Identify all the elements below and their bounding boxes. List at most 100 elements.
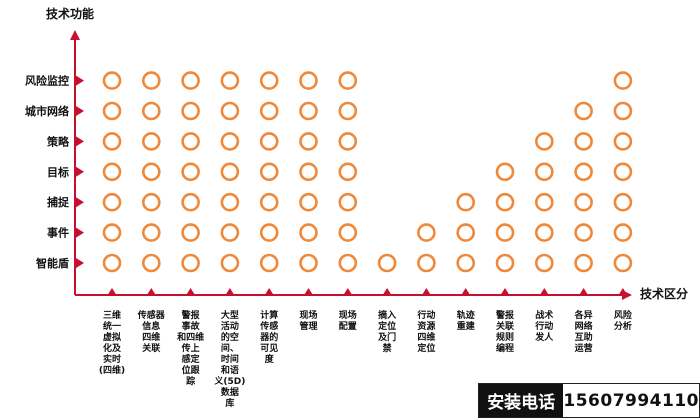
capability-dot	[417, 253, 436, 273]
capability-dot	[259, 253, 279, 273]
capability-dot	[220, 253, 240, 273]
row-tick	[76, 166, 84, 177]
row-label: 城市网络	[25, 104, 69, 118]
capability-dot	[181, 71, 200, 90]
capability-dot	[338, 71, 358, 90]
capability-dot	[102, 101, 122, 121]
capability-dot	[220, 192, 240, 212]
contact-label: 安装电话	[479, 384, 564, 417]
capability-dot	[338, 162, 358, 182]
column-label: 风险分析	[614, 309, 633, 332]
capability-dot	[534, 223, 554, 242]
contact-badge: 安装电话 15607994110	[478, 383, 700, 418]
column-label: 现场管理	[299, 309, 317, 332]
row-tick	[76, 136, 84, 147]
capability-dot	[220, 162, 240, 182]
row-tick	[76, 258, 84, 268]
capability-dot	[259, 71, 279, 90]
capability-dot	[181, 101, 200, 121]
row-label: 智能盾	[36, 256, 69, 270]
capability-dot	[534, 132, 554, 151]
capability-dot	[181, 192, 200, 212]
column-label: 大型活动的空间、时间和语义(5D)数据库	[213, 309, 245, 409]
capability-dot	[613, 253, 633, 273]
capability-dot	[574, 253, 593, 273]
column-label: 各异网络互助运营	[574, 309, 593, 354]
capability-dot	[534, 253, 554, 273]
capability-dot	[142, 162, 161, 182]
column-label: 警报事故和四维传上感定位跟踪	[176, 309, 204, 387]
column-tick	[617, 288, 628, 296]
capability-dot	[574, 132, 593, 151]
contact-phone: 15607994110	[563, 384, 699, 417]
capability-dot	[259, 101, 279, 121]
column-labels: 三维统一虚拟化及实时(四维) 传感器信息四维关联警报事故和四维传上感定位跟踪大型活…	[99, 288, 633, 409]
capability-dot	[495, 162, 515, 182]
capability-dot	[259, 132, 279, 151]
capability-dot	[613, 132, 633, 151]
capability-dot	[142, 71, 161, 90]
capability-dot	[142, 223, 161, 242]
row-tick	[76, 106, 84, 116]
column-tick	[303, 288, 314, 296]
capability-dot	[259, 192, 279, 212]
capability-dot	[534, 162, 554, 182]
capability-dot	[299, 223, 318, 242]
column-tick	[460, 288, 471, 296]
capability-dot	[102, 132, 122, 151]
capability-dot	[299, 192, 318, 212]
capability-dot	[456, 192, 476, 212]
capability-dot	[338, 223, 358, 242]
capability-dot	[142, 192, 161, 212]
capability-dot	[220, 132, 240, 151]
capability-dot	[299, 162, 318, 182]
capability-dot	[299, 132, 318, 151]
capability-dot	[613, 192, 633, 212]
row-tick	[76, 75, 84, 86]
capability-dot	[102, 223, 122, 242]
capability-dot	[613, 101, 633, 121]
row-label: 目标	[47, 165, 69, 179]
column-tick	[382, 288, 393, 296]
row-label: 捕捉	[47, 195, 70, 209]
capability-dot	[220, 223, 240, 242]
capability-dot	[574, 192, 593, 212]
row-label: 风险监控	[25, 74, 69, 88]
capability-dot	[299, 71, 318, 90]
capability-dot	[377, 253, 397, 273]
capability-dot	[495, 253, 515, 273]
row-tick	[76, 227, 84, 238]
column-label: 三维统一虚拟化及实时(四维)	[99, 309, 125, 376]
column-label: 传感器信息四维关联	[137, 309, 166, 354]
capability-dot	[338, 253, 358, 273]
capability-dot	[142, 132, 161, 151]
capability-dot	[220, 101, 240, 121]
capability-dot	[456, 223, 476, 242]
column-tick	[107, 288, 117, 296]
capability-dot	[220, 71, 240, 90]
capability-dot	[613, 71, 633, 90]
column-tick	[500, 288, 510, 296]
capability-dot	[181, 132, 200, 151]
column-label: 摘入定位及门禁	[377, 309, 396, 354]
row-tick	[76, 197, 84, 208]
capability-dots	[102, 71, 633, 273]
capability-dot	[259, 223, 279, 242]
capability-dot	[338, 192, 358, 212]
column-label: 现场配置	[339, 309, 357, 332]
capability-dot	[181, 223, 200, 242]
column-tick	[578, 288, 589, 296]
capability-dot	[181, 253, 200, 273]
capability-dot	[495, 192, 515, 212]
capability-dot	[495, 223, 515, 242]
capability-dot	[417, 223, 436, 242]
capability-dot	[142, 253, 161, 273]
column-tick	[224, 288, 235, 296]
capability-dot	[338, 101, 358, 121]
capability-dot	[574, 223, 593, 242]
column-tick	[421, 288, 432, 296]
capability-dot	[338, 132, 358, 151]
x-axis-title: 技术区分	[640, 286, 688, 301]
capability-dot	[102, 192, 122, 212]
